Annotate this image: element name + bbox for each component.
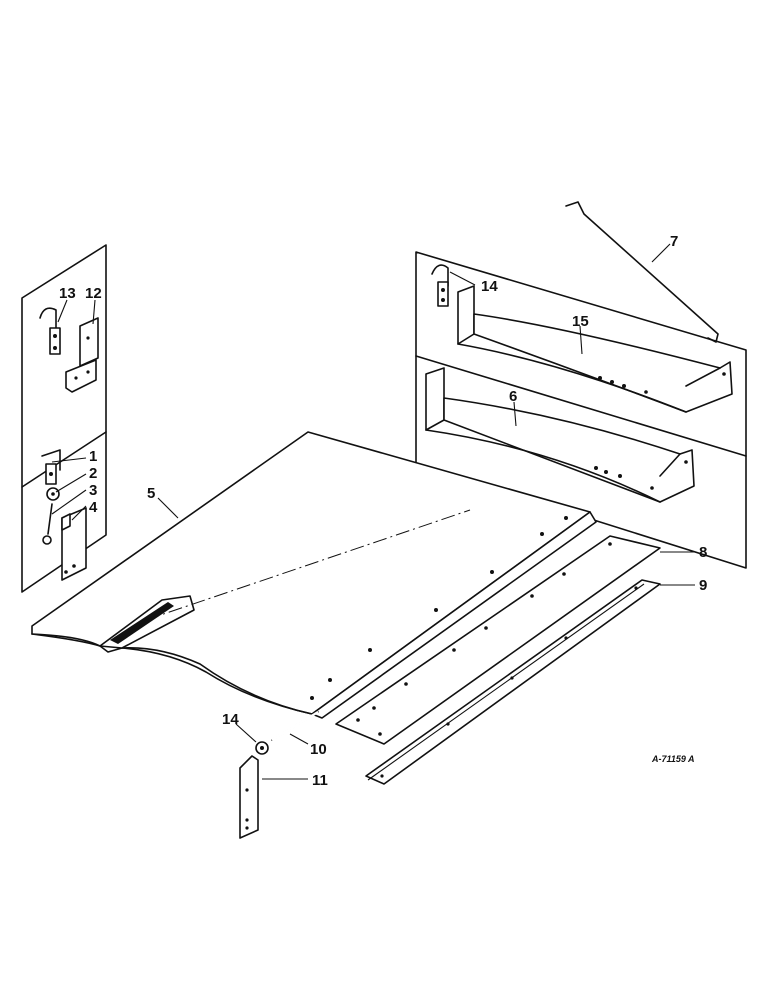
bracket-13	[65, 317, 99, 393]
callout-14-right: 14	[481, 278, 498, 295]
support-channel-6	[425, 367, 695, 503]
callout-5: 5	[147, 485, 155, 502]
callout-6: 6	[509, 388, 517, 405]
washer-12	[255, 741, 269, 755]
callout-9: 9	[699, 577, 707, 594]
left-inset-panel	[21, 244, 107, 593]
eye-bolt-3	[42, 503, 53, 545]
callout-4: 4	[89, 499, 98, 516]
pin-10	[271, 711, 319, 741]
callout-8: 8	[699, 544, 707, 561]
strip-9	[365, 579, 661, 785]
drawing-number: A-71159 A	[651, 754, 695, 764]
latch-1	[41, 449, 61, 485]
callout-11: 11	[312, 772, 328, 789]
callout-14-left: 13	[59, 285, 76, 302]
right-inset-panel	[415, 251, 747, 569]
callout-10: 10	[310, 741, 327, 758]
latch-hook-right	[431, 264, 449, 307]
callout-1: 1	[89, 448, 97, 465]
strip-8	[335, 535, 661, 745]
rod-7	[565, 201, 719, 343]
support-channel-15	[457, 285, 733, 413]
callout-labels: 13 12 1 2 3 4 5 6 7 8 9 10 11 14 14 15	[59, 233, 707, 789]
pan-holes	[310, 516, 568, 700]
bracket-11	[239, 755, 259, 839]
latch-hook-left	[39, 307, 61, 355]
leader-lines	[51, 243, 695, 780]
callout-13: 12	[85, 285, 102, 302]
main-pan-5	[31, 431, 597, 719]
callout-12: 14	[222, 711, 239, 728]
callout-3: 3	[89, 482, 97, 499]
nut-2	[46, 487, 60, 501]
callout-2: 2	[89, 465, 97, 482]
callout-15: 15	[572, 313, 589, 330]
callout-7: 7	[670, 233, 678, 250]
bracket-4	[61, 507, 87, 581]
